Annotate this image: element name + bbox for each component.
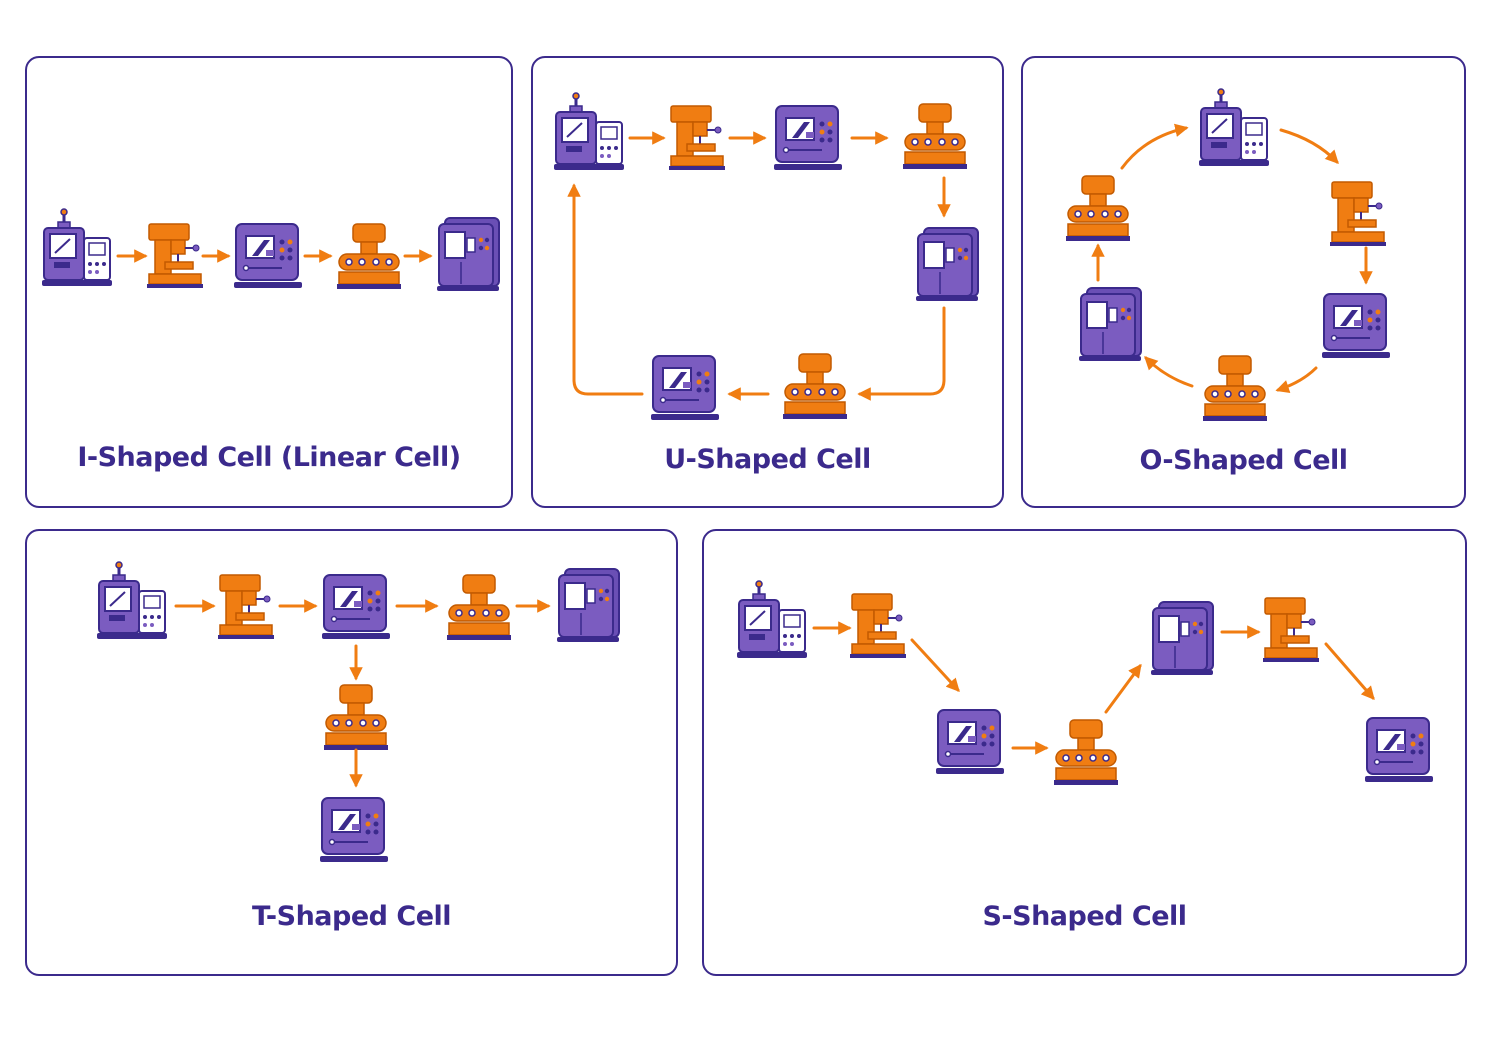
t-shaped-cell-title: T-Shaped Cell	[251, 901, 452, 932]
conveyor-press-icon	[1065, 175, 1131, 242]
u-shaped-cell-title: U-Shaped Cell	[664, 444, 871, 475]
cabinet-machine-icon	[1150, 601, 1214, 676]
i-shaped-cell-title: I-Shaped Cell (Linear Cell)	[77, 442, 461, 473]
flow-arrow	[1120, 123, 1189, 170]
conveyor-press-icon	[336, 223, 402, 290]
conveyor-press-icon	[1053, 719, 1119, 786]
monitor-terminal-icon	[773, 105, 843, 171]
cnc-machine-icon	[552, 91, 626, 172]
s-shaped-cell-title: S-Shaped Cell	[982, 901, 1187, 932]
drill-press-icon	[1262, 597, 1320, 663]
monitor-terminal-icon	[1321, 293, 1391, 359]
drill-press-icon	[146, 223, 204, 289]
monitor-terminal-icon	[650, 355, 720, 421]
flow-arrow	[1324, 642, 1375, 701]
conveyor-press-icon	[323, 684, 389, 751]
conveyor-press-icon	[1202, 355, 1268, 422]
flow-arrow	[910, 638, 960, 692]
flow-arrow	[1275, 366, 1318, 393]
monitor-terminal-icon	[319, 797, 389, 863]
flow-arrow	[1279, 128, 1339, 164]
flow-arrow	[1144, 356, 1194, 388]
flow-arrow	[1104, 663, 1142, 714]
cabinet-machine-icon	[556, 568, 620, 643]
monitor-terminal-icon	[1364, 717, 1434, 783]
flow-arrow	[567, 183, 644, 396]
cnc-machine-icon	[735, 579, 809, 660]
conveyor-press-icon	[782, 353, 848, 420]
flow-arrow	[857, 306, 946, 401]
drill-press-icon	[217, 574, 275, 640]
cnc-machine-icon	[95, 560, 169, 641]
cabinet-machine-icon	[436, 217, 500, 292]
conveyor-press-icon	[902, 103, 968, 170]
conveyor-press-icon	[446, 574, 512, 641]
o-shaped-cell-title: O-Shaped Cell	[1139, 445, 1348, 476]
drill-press-icon	[849, 593, 907, 659]
cnc-machine-icon	[1197, 87, 1271, 168]
cabinet-machine-icon	[915, 227, 979, 302]
drill-press-icon	[1329, 181, 1387, 247]
monitor-terminal-icon	[233, 223, 303, 289]
monitor-terminal-icon	[321, 574, 391, 640]
cabinet-machine-icon	[1078, 287, 1142, 362]
cnc-machine-icon	[40, 207, 114, 288]
drill-press-icon	[668, 105, 726, 171]
monitor-terminal-icon	[935, 709, 1005, 775]
